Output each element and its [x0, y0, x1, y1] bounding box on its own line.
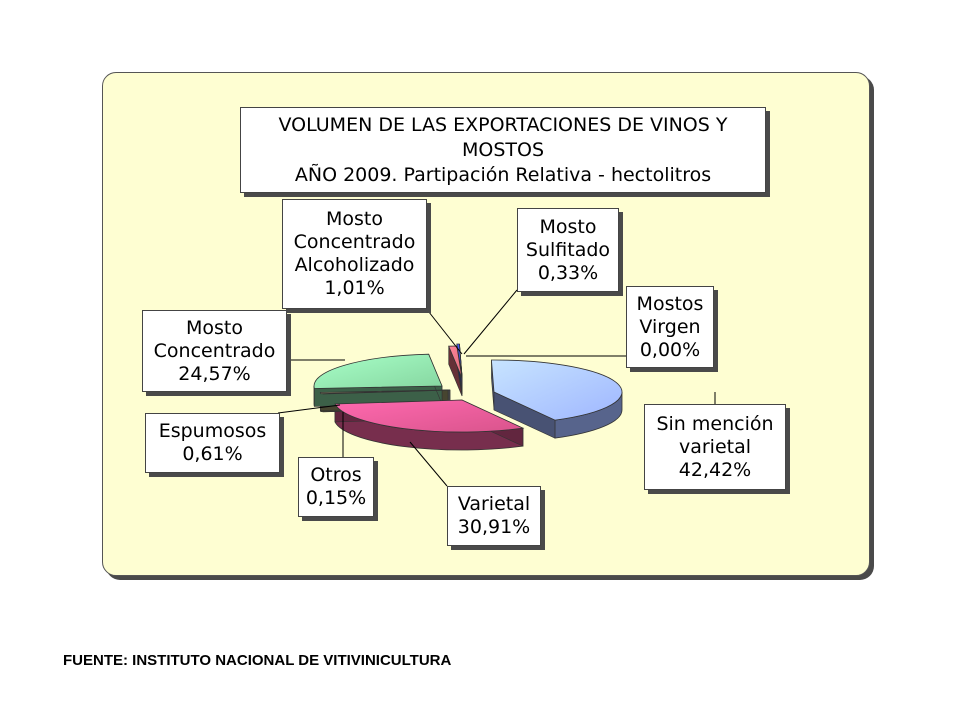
slice-label-line: 0,15%: [305, 487, 367, 509]
leader-line-3: [277, 404, 341, 414]
source-note: FUENTE: INSTITUTO NACIONAL DE VITIVINICU…: [63, 652, 452, 669]
slice-label-line: 42,42%: [678, 458, 752, 481]
slice-label-line: Espumosos: [158, 420, 267, 442]
slice-label-line: Concentrado: [293, 231, 416, 253]
slice-label-line: Mosto: [539, 215, 597, 238]
slice-label-line: Otros: [310, 464, 362, 486]
chart-title: VOLUMEN DE LAS EXPORTACIONES DE VINOS Y …: [240, 107, 766, 193]
slice-label-line: 0,00%: [639, 338, 701, 361]
leader-line-5: [424, 306, 463, 355]
slice-label-line: 1,01%: [324, 277, 385, 299]
slice-label-line: Sin mención: [656, 412, 774, 435]
slice-label-line: Mosto: [326, 208, 383, 230]
pie-slice-6: [456, 343, 463, 377]
title-line-3: AÑO 2009. Partipación Relativa - hectoli…: [294, 163, 712, 186]
slice-label-line: Varietal: [457, 493, 531, 515]
pie-slice-1: [334, 399, 525, 433]
slice-label-line: 0,33%: [537, 261, 599, 284]
slice-label-line: Alcoholizado: [294, 254, 415, 276]
leader-line-6: [463, 289, 518, 355]
slice-label-line: Sulfitado: [525, 238, 611, 261]
title-line-2: MOSTOS: [461, 138, 545, 161]
slice-label-line: 0,61%: [182, 443, 243, 465]
pie-slice-0: [491, 359, 623, 421]
title-line-1: VOLUMEN DE LAS EXPORTACIONES DE VINOS Y: [278, 113, 728, 136]
pie-slice-3: [319, 389, 449, 395]
slice-label-line: Mostos: [636, 292, 704, 315]
slice-label-line: Concentrado: [153, 339, 276, 362]
slice-label-line: 24,57%: [178, 362, 251, 385]
slice-label-line: Mosto: [186, 316, 243, 339]
slice-label-line: varietal: [678, 435, 752, 458]
slice-label-line: Virgen: [639, 315, 701, 338]
slice-label-line: 30,91%: [457, 516, 531, 538]
pie-slice-4: [313, 353, 443, 389]
leader-line-1: [409, 441, 448, 487]
